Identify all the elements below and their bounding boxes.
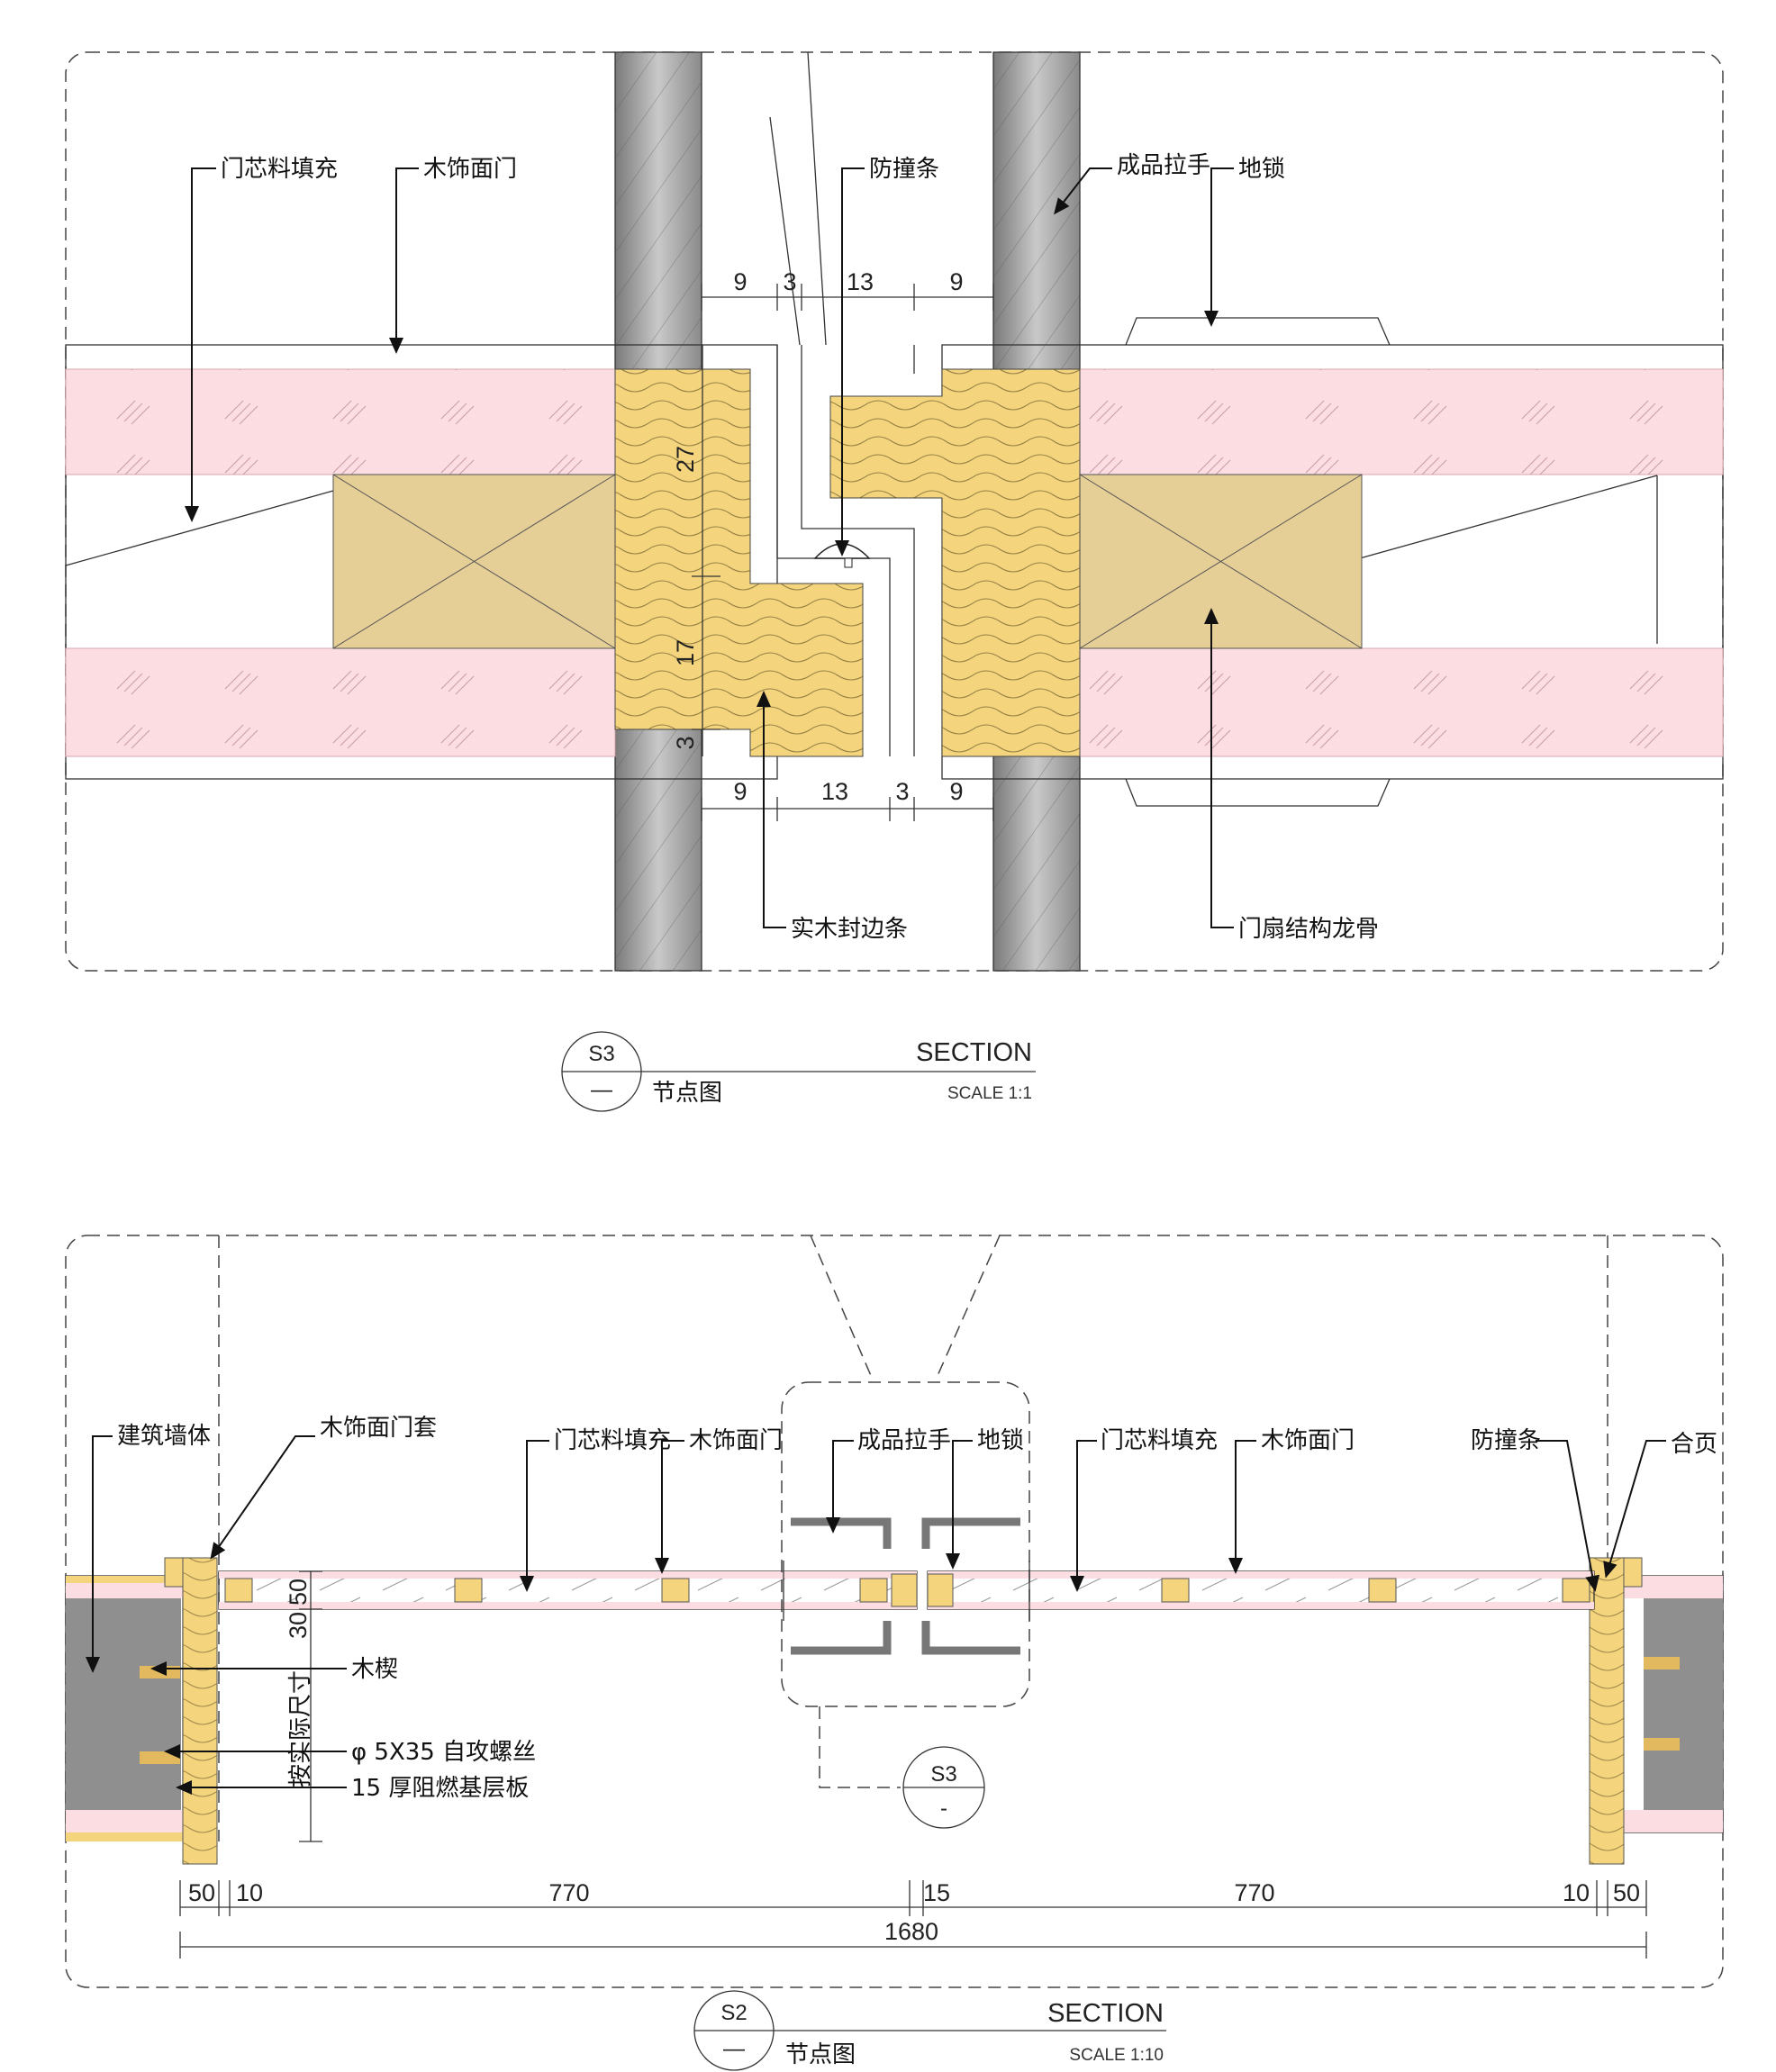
label-core-fill-l: 门芯料填充: [554, 1427, 671, 1454]
dim-small-30: 30: [285, 1612, 312, 1639]
dim-top-1: 3: [783, 268, 796, 295]
dim-bottom-2: 3: [895, 778, 909, 805]
label-actual: 按实际尺寸: [287, 1670, 314, 1787]
edge-strip-right: [829, 368, 1081, 757]
label-wedge: 木楔: [351, 1656, 398, 1683]
title-s3-scale: SCALE 1:1: [947, 1084, 1032, 1103]
detail-s2-frame: [65, 1235, 1724, 1988]
title-s3-tag: S3: [588, 1042, 614, 1066]
callout-s3: S3 -: [902, 1746, 985, 1829]
label-bump-strip: 防撞条: [869, 156, 939, 183]
label-hinge: 合页: [1671, 1431, 1717, 1458]
dim-s2-6: 50: [1613, 1879, 1640, 1906]
door-leaf-right: [927, 1570, 1595, 1610]
label-edge-strip: 实木封边条: [791, 916, 908, 943]
label-board: 15 厚阻燃基层板: [351, 1775, 529, 1802]
title-s3-section: SECTION: [916, 1038, 1032, 1067]
label-wood-door: 木饰面门: [423, 156, 517, 183]
title-s3-sub: —: [591, 1078, 612, 1102]
door-leaf-left: [218, 1570, 918, 1610]
dims-vertical: 27 17 3: [672, 345, 720, 756]
dims-top: 9 3 13 9: [701, 268, 994, 311]
wall-right-s2: [1589, 1557, 1724, 1865]
label-core-fill: 门芯料填充: [221, 156, 338, 183]
label-handle-s2: 成品拉手: [857, 1427, 951, 1454]
dim-v-0: 27: [672, 446, 699, 473]
dim-s2-0: 50: [188, 1879, 215, 1906]
detail-s3-frame: [65, 51, 1724, 972]
dim-s2-total: 1680: [884, 1918, 938, 1945]
title-s2-tag: S2: [720, 2001, 747, 2025]
timber-frame-right: [1079, 474, 1363, 649]
lock-plate-bottom: [1125, 778, 1391, 807]
dims-bottom-s2: 50 10 770 15 770 10 50 1680: [179, 1879, 1647, 1959]
dim-small-50: 50: [285, 1579, 312, 1606]
handle-s2: [791, 1517, 1020, 1655]
timber-frame-left: [332, 474, 616, 649]
dim-top-0: 9: [733, 268, 747, 295]
title-s2-name: 节点图: [785, 2041, 856, 2068]
dim-s2-4: 770: [1234, 1879, 1274, 1906]
dim-s2-1: 10: [236, 1879, 263, 1906]
label-wood-door-l: 木饰面门: [689, 1427, 783, 1454]
detail-s2: S3 - 50 30 按实际尺寸 建筑墙体 木饰面门套 门芯料填充 木饰面门 成…: [65, 1235, 1724, 2071]
dim-s2-2: 770: [548, 1879, 589, 1906]
title-s2-scale: SCALE 1:10: [1069, 2046, 1164, 2065]
label-bump-strip-s2: 防撞条: [1471, 1427, 1541, 1454]
dim-top-3: 9: [949, 268, 963, 295]
callout-tag: S3: [930, 1762, 956, 1787]
edge-strip-left: [614, 368, 864, 757]
detail-s3: 9 3 13 9 9 13 3 9 27 17 3: [65, 51, 1724, 1112]
label-floor-lock: 地锁: [1238, 156, 1285, 183]
label-handle: 成品拉手: [1117, 152, 1210, 179]
detail-zone: [781, 1381, 1030, 1707]
dim-bottom-0: 9: [733, 778, 747, 805]
dim-s2-5: 10: [1563, 1879, 1590, 1906]
label-casing: 木饰面门套: [320, 1415, 437, 1442]
title-block-s2: S2 — SECTION 节点图 SCALE 1:10: [693, 1990, 1166, 2071]
dim-bottom-3: 9: [949, 778, 963, 805]
callout-sub: -: [940, 1796, 947, 1821]
title-s2-section: SECTION: [1047, 1999, 1164, 2028]
lock-plate-top: [1125, 317, 1391, 346]
wall-left-s2: [65, 1557, 218, 1865]
title-block-s3: S3 — SECTION 节点图 SCALE 1:1: [561, 1031, 1036, 1112]
label-wall: 建筑墙体: [117, 1423, 211, 1450]
door-outline-left: [65, 344, 778, 780]
label-frame: 门扇结构龙骨: [1238, 916, 1379, 943]
label-floor-lock-s2: 地锁: [977, 1427, 1024, 1454]
dim-v-2: 3: [672, 736, 699, 749]
title-s3-name: 节点图: [652, 1080, 722, 1107]
dim-top-2: 13: [847, 268, 874, 295]
label-wood-door-r: 木饰面门: [1261, 1427, 1355, 1454]
dims-bottom: 9 13 3 9: [701, 778, 994, 821]
dim-v-1: 17: [672, 639, 699, 666]
title-s2-sub: —: [723, 2037, 745, 2061]
dim-bottom-1: 13: [821, 778, 848, 805]
label-screw: φ 5X35 自攻螺丝: [351, 1739, 536, 1766]
dim-s2-3: 15: [923, 1879, 950, 1906]
label-core-fill-r: 门芯料填充: [1101, 1427, 1218, 1454]
